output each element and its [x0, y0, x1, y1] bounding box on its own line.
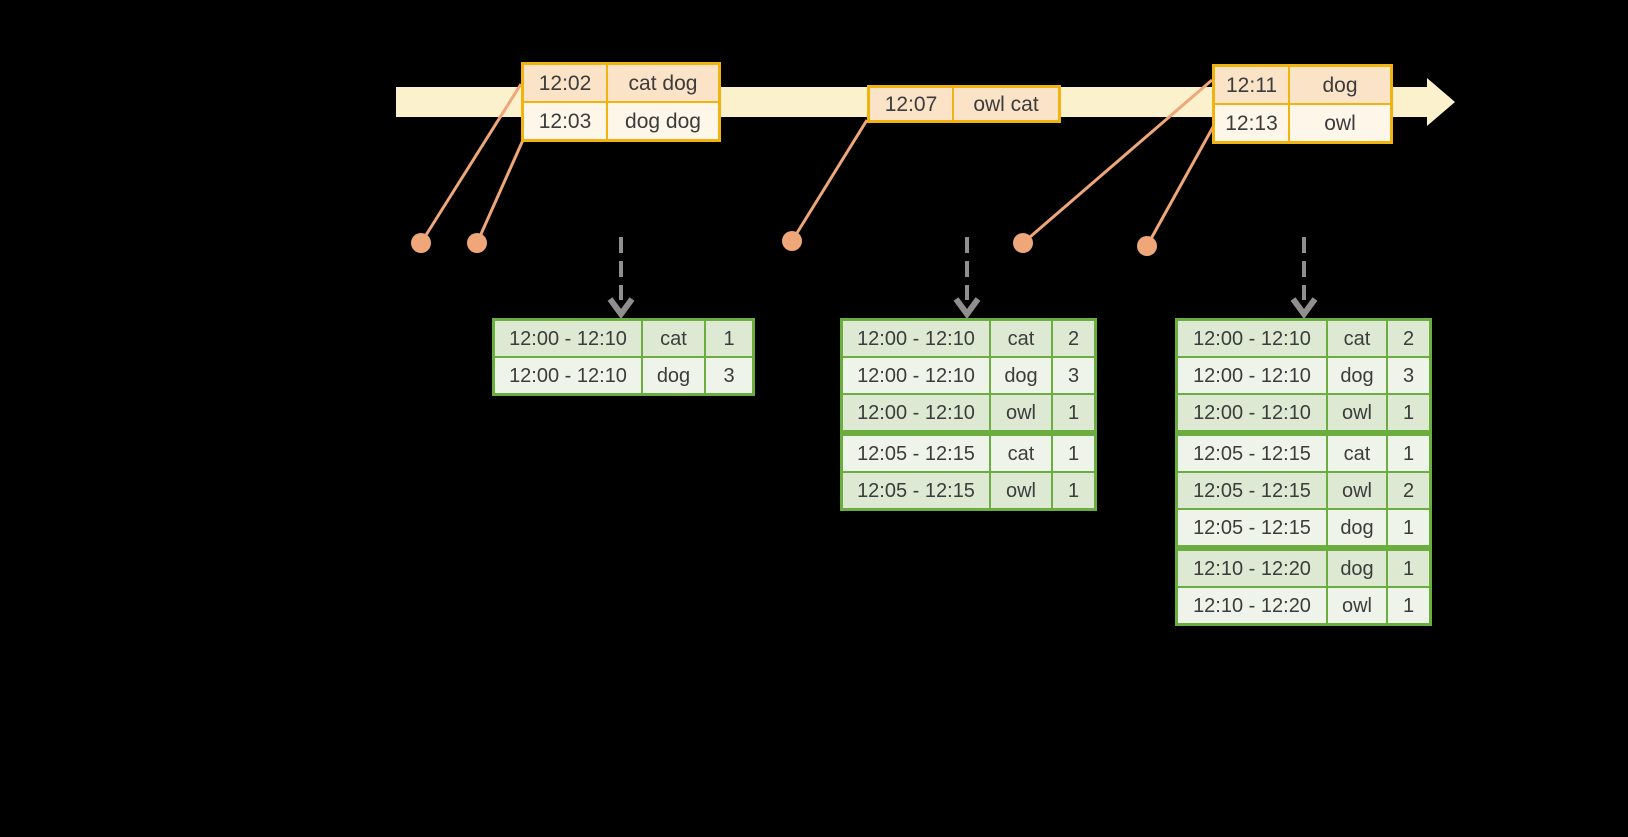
- count-cell: 2: [1388, 321, 1429, 356]
- window-cell: 12:10 - 12:20: [1178, 551, 1326, 586]
- event-words-cell: dog: [1290, 67, 1390, 103]
- window-cell: 12:00 - 12:10: [1178, 395, 1326, 430]
- event-words-cell: cat dog: [608, 65, 718, 101]
- event-dot: [1013, 233, 1033, 253]
- window-cell: 12:05 - 12:15: [1178, 473, 1326, 508]
- word-cell: owl: [1328, 588, 1386, 623]
- event-time-cell: 12:13: [1215, 105, 1288, 141]
- word-cell: owl: [1328, 395, 1386, 430]
- word-cell: owl: [991, 473, 1051, 508]
- event-words-cell: owl: [1290, 105, 1390, 141]
- window-cell: 12:05 - 12:15: [843, 436, 989, 471]
- trigger-arrowhead-icon: [953, 297, 981, 320]
- word-cell: cat: [643, 321, 704, 356]
- event-time-cell: 12:11: [1215, 67, 1288, 103]
- window-cell: 12:00 - 12:10: [843, 358, 989, 393]
- window-cell: 12:00 - 12:10: [843, 321, 989, 356]
- event-words-cell: dog dog: [608, 103, 718, 139]
- word-cell: cat: [991, 436, 1051, 471]
- window-cell: 12:05 - 12:15: [1178, 510, 1326, 545]
- word-cell: dog: [643, 358, 704, 393]
- event-connector-line: [790, 119, 869, 242]
- count-cell: 1: [1388, 588, 1429, 623]
- window-cell: 12:05 - 12:15: [843, 473, 989, 508]
- count-cell: 1: [1388, 551, 1429, 586]
- event-dot: [411, 233, 431, 253]
- word-cell: dog: [991, 358, 1051, 393]
- window-cell: 12:00 - 12:10: [1178, 358, 1326, 393]
- count-cell: 1: [1388, 510, 1429, 545]
- word-cell: cat: [1328, 436, 1386, 471]
- word-cell: dog: [1328, 510, 1386, 545]
- count-cell: 1: [1053, 473, 1094, 508]
- event-time-cell: 12:03: [524, 103, 606, 139]
- word-cell: owl: [1328, 473, 1386, 508]
- trigger-arrowhead-icon: [607, 297, 635, 320]
- event-dot: [782, 231, 802, 251]
- trigger-arrowhead-icon: [1290, 297, 1318, 320]
- count-cell: 2: [1053, 321, 1094, 356]
- word-cell: dog: [1328, 551, 1386, 586]
- window-cell: 12:10 - 12:20: [1178, 588, 1326, 623]
- count-cell: 3: [1053, 358, 1094, 393]
- event-time-cell: 12:07: [870, 88, 952, 120]
- count-cell: 3: [1388, 358, 1429, 393]
- count-cell: 3: [706, 358, 752, 393]
- event-connector-line: [1145, 126, 1215, 247]
- window-cell: 12:00 - 12:10: [843, 395, 989, 430]
- word-cell: cat: [1328, 321, 1386, 356]
- window-cell: 12:05 - 12:15: [1178, 436, 1326, 471]
- count-cell: 1: [1053, 436, 1094, 471]
- event-words-cell: owl cat: [954, 88, 1058, 120]
- word-cell: cat: [991, 321, 1051, 356]
- count-cell: 1: [1053, 395, 1094, 430]
- count-cell: 2: [1388, 473, 1429, 508]
- count-cell: 1: [706, 321, 752, 356]
- count-cell: 1: [1388, 436, 1429, 471]
- window-cell: 12:00 - 12:10: [495, 358, 641, 393]
- word-cell: owl: [991, 395, 1051, 430]
- window-cell: 12:00 - 12:10: [495, 321, 641, 356]
- event-connector-line: [475, 139, 525, 244]
- event-time-cell: 12:02: [524, 65, 606, 101]
- timeline-arrowhead-icon: [1427, 78, 1455, 126]
- event-dot: [467, 233, 487, 253]
- count-cell: 1: [1388, 395, 1429, 430]
- word-cell: dog: [1328, 358, 1386, 393]
- window-cell: 12:00 - 12:10: [1178, 321, 1326, 356]
- event-dot: [1137, 236, 1157, 256]
